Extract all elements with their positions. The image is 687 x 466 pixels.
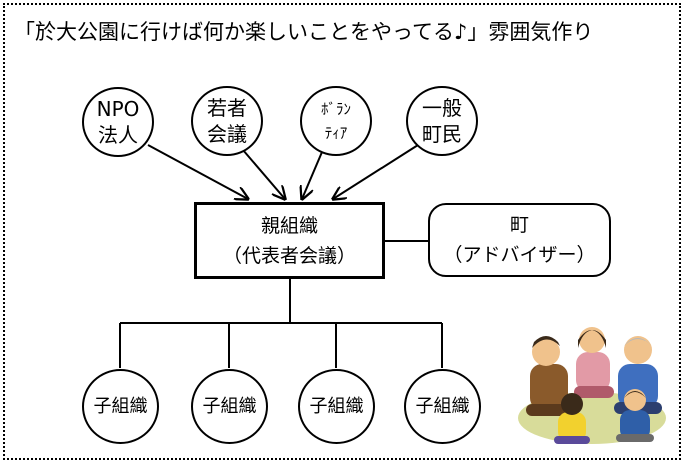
member-youth-council-line2: 会議 bbox=[207, 122, 247, 146]
arrow-npo-to-parent bbox=[147, 144, 248, 199]
arrow-citizen-to-parent bbox=[333, 144, 419, 199]
member-npo: NPO 法人 bbox=[82, 87, 154, 157]
child-organization-3-label: 子組織 bbox=[309, 395, 364, 417]
child-organization-2-label: 子組織 bbox=[202, 395, 257, 417]
member-citizens-line1: 一般 bbox=[422, 96, 462, 120]
arrow-volunteer-to-parent bbox=[302, 151, 323, 199]
people-discussion-illustration bbox=[518, 327, 666, 444]
arrow-youth-to-parent bbox=[242, 149, 285, 199]
child-organization-4: 子組織 bbox=[404, 369, 481, 444]
member-youth-council: 若者 会議 bbox=[191, 86, 263, 156]
member-youth-council-line1: 若者 bbox=[207, 96, 247, 120]
member-npo-line2: 法人 bbox=[98, 123, 138, 147]
child-organization-3: 子組織 bbox=[298, 369, 375, 444]
member-volunteer-line1: ﾎﾞﾗﾝ bbox=[320, 100, 351, 118]
diagram-frame bbox=[3, 3, 681, 460]
member-volunteer-line2: ﾃｨｱ bbox=[324, 124, 348, 142]
member-citizens: 一般 町民 bbox=[406, 86, 478, 156]
parent-organization: 親組織 （代表者会議） bbox=[194, 202, 385, 279]
advisor-town-line2: （アドバイザー） bbox=[443, 244, 596, 266]
member-citizens-line2: 町民 bbox=[422, 122, 462, 146]
parent-organization-line1: 親組織 bbox=[260, 214, 318, 237]
person-boy bbox=[616, 389, 654, 442]
child-organization-4-label: 子組織 bbox=[415, 395, 470, 417]
child-organization-1-label: 子組織 bbox=[93, 395, 148, 417]
member-volunteer: ﾎﾞﾗﾝ ﾃｨｱ bbox=[300, 86, 372, 156]
member-npo-line1: NPO bbox=[96, 97, 140, 121]
child-organization-2: 子組織 bbox=[191, 369, 268, 444]
child-organization-1: 子組織 bbox=[82, 369, 159, 444]
advisor-town: 町 （アドバイザー） bbox=[428, 203, 611, 277]
parent-organization-line2: （代表者会議） bbox=[222, 244, 356, 267]
person-woman bbox=[574, 327, 614, 398]
person-child bbox=[554, 393, 590, 444]
advisor-town-line1: 町 bbox=[509, 214, 529, 236]
diagram-title: 「於大公園に行けば何か楽しいことをやってる♪」雰囲気作り bbox=[14, 20, 594, 44]
